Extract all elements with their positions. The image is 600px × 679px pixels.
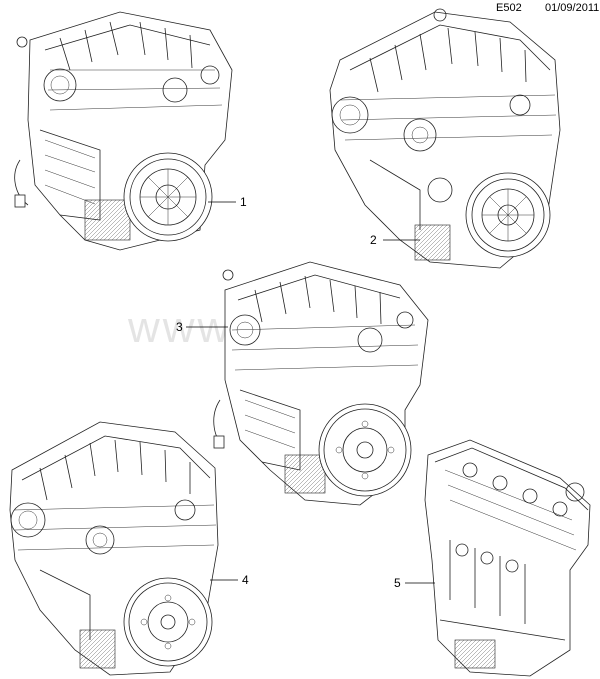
callout-1[interactable]: 1 [240,195,247,209]
callout-4[interactable]: 4 [242,573,249,587]
callout-5[interactable]: 5 [394,576,401,590]
engine-assembly-1-icon[interactable] [14,11,233,251]
diagram-date: 01/09/2011 [545,2,600,14]
engine-assembly-4-icon[interactable] [9,421,219,676]
engine-assembly-3-icon[interactable] [213,261,429,506]
callout-3[interactable]: 3 [176,320,183,334]
callout-2[interactable]: 2 [370,233,377,247]
diagram-code: E502 [496,2,522,14]
engine-block-5-icon[interactable] [424,439,591,677]
engine-assembly-2-icon[interactable] [329,8,561,269]
